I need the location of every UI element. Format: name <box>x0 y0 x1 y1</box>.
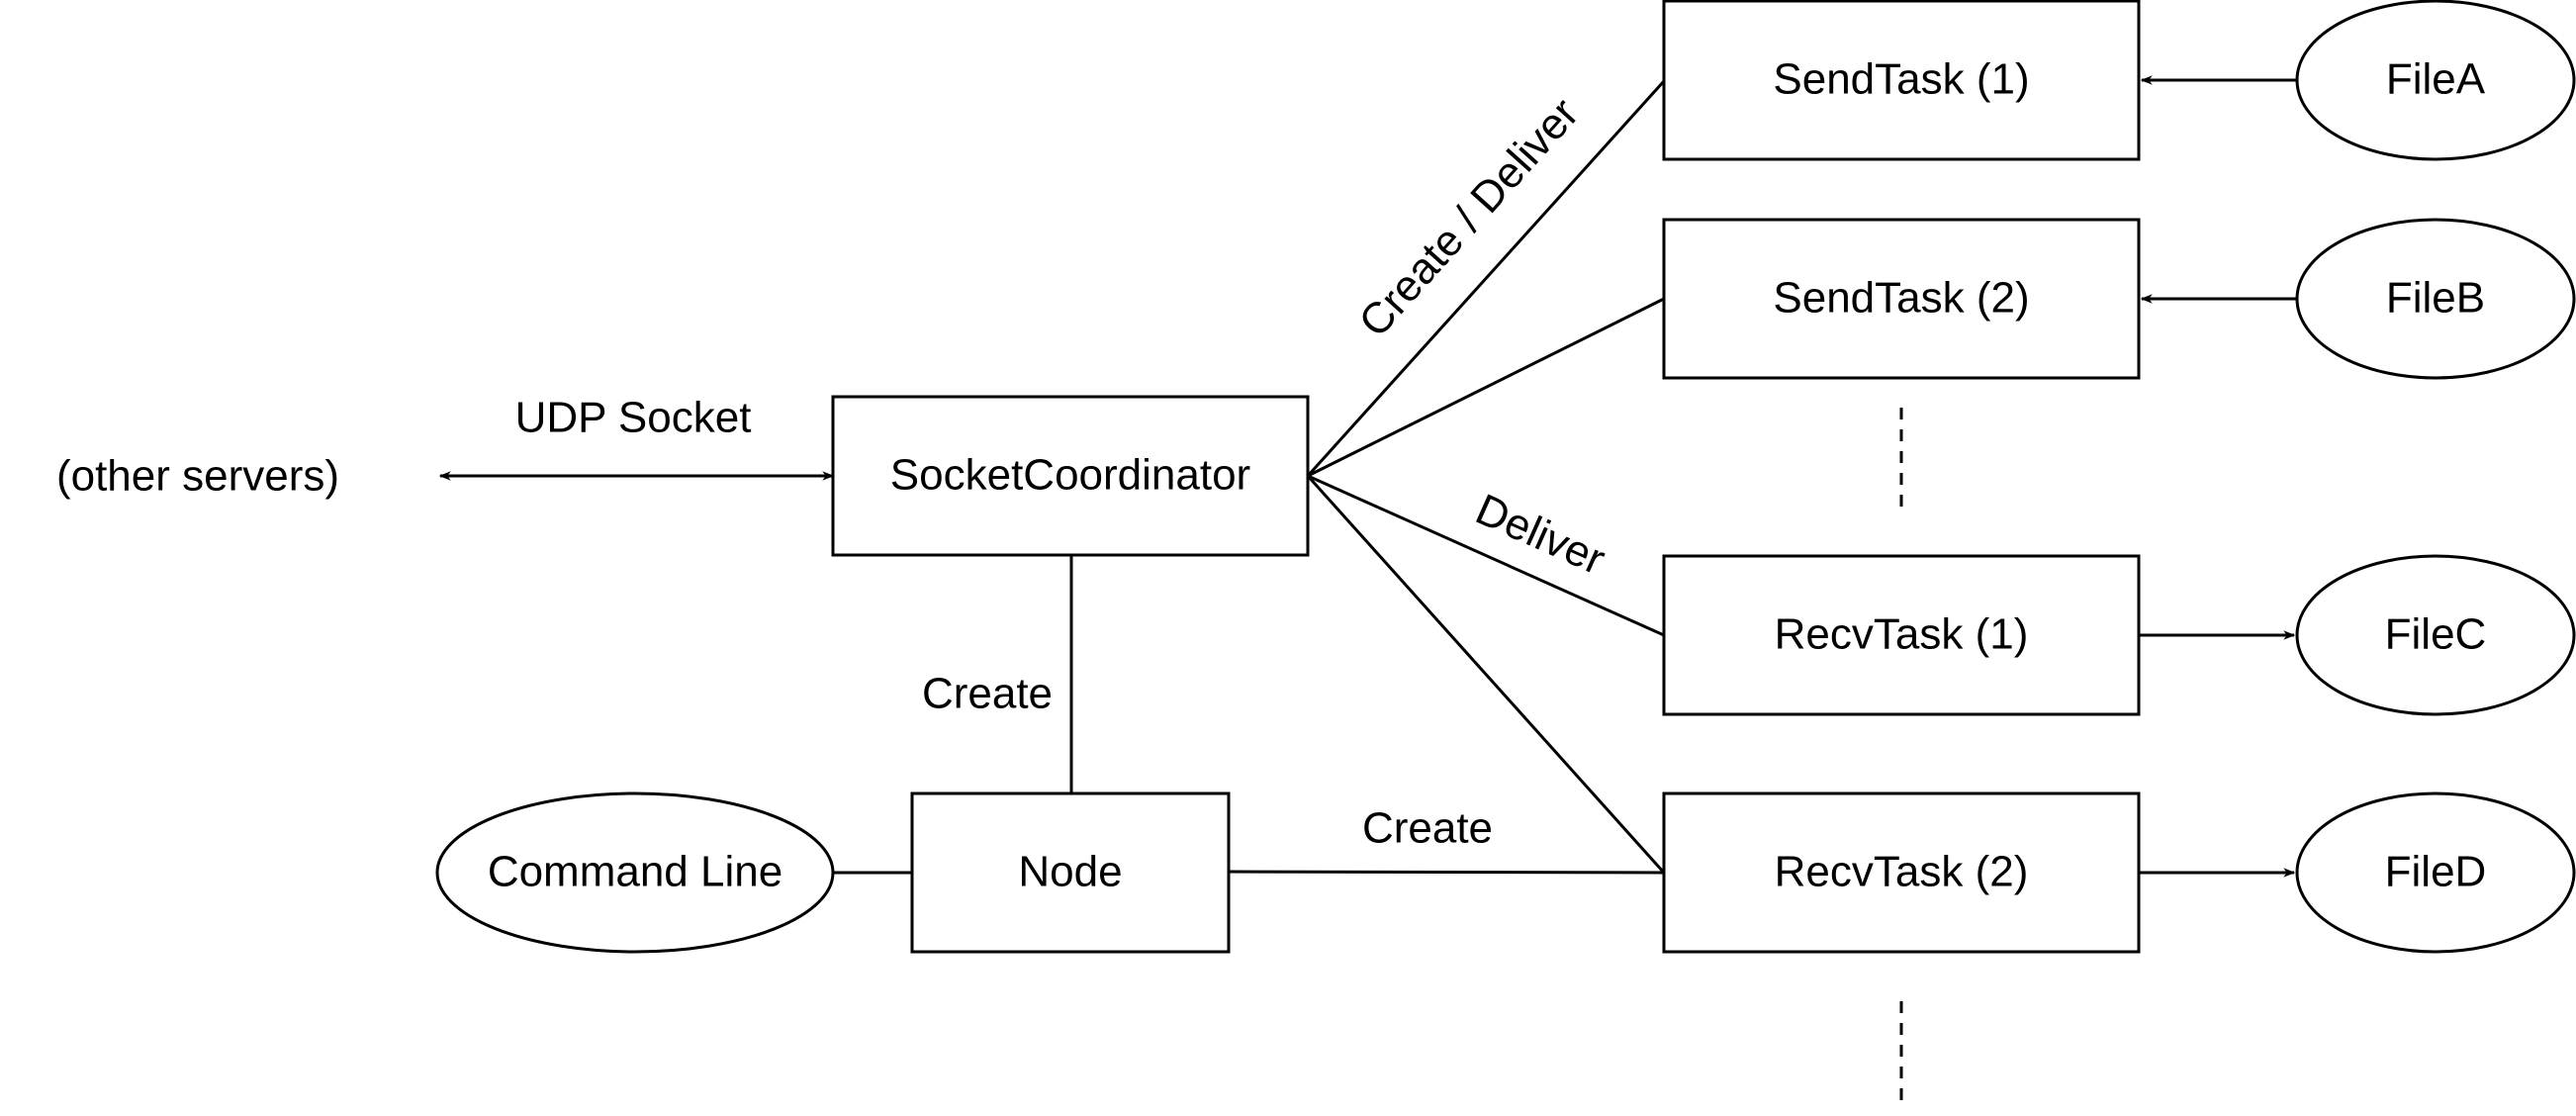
file-b-label: FileB <box>2386 274 2485 323</box>
file-b-node: FileB <box>2295 218 2576 380</box>
send-task-2-node: SendTask (2) <box>1662 218 2141 380</box>
send-task-2-label: SendTask (2) <box>1773 274 2029 323</box>
recv-task-2-node: RecvTask (2) <box>1662 791 2141 954</box>
file-c-label: FileC <box>2385 610 2487 659</box>
node-create-edge-label: Create <box>1362 804 1493 853</box>
coordinator-send1-edge <box>1306 79 1666 478</box>
command-line-label: Command Line <box>488 848 782 896</box>
file-c-node: FileC <box>2295 554 2576 716</box>
command-line-node: Command Line <box>435 791 835 954</box>
create-deliver-edge-label: Create / Deliver <box>1349 89 1588 346</box>
send-task-1-label: SendTask (1) <box>1773 55 2029 104</box>
socket-coordinator-label: SocketCoordinator <box>890 451 1250 500</box>
recv-task-1-node: RecvTask (1) <box>1662 554 2141 716</box>
file-a-node: FileA <box>2295 0 2576 161</box>
deliver-edge-label: Deliver <box>1469 485 1612 584</box>
file-a-label: FileA <box>2386 55 2486 104</box>
file-d-node: FileD <box>2295 791 2576 954</box>
coordinator-recv1-edge <box>1307 474 1665 637</box>
file-d-label: FileD <box>2385 848 2487 896</box>
coordinator-create-edge-label: Create <box>922 670 1053 718</box>
send-task-1-node: SendTask (1) <box>1662 0 2141 161</box>
udp-socket-edge-label: UDP Socket <box>515 394 752 442</box>
recv-task-2-label: RecvTask (2) <box>1775 848 2029 896</box>
coordinator-recv2-edge <box>1306 474 1666 875</box>
socket-coordinator-node: SocketCoordinator <box>831 395 1310 557</box>
recv-task-1-label: RecvTask (1) <box>1775 610 2029 659</box>
node-label: Node <box>1018 848 1122 896</box>
node-recv2-edge <box>1228 870 1665 875</box>
coordinator-send2-edge <box>1307 297 1665 478</box>
other-servers-label: (other servers) <box>56 452 339 501</box>
node-node: Node <box>910 791 1231 954</box>
